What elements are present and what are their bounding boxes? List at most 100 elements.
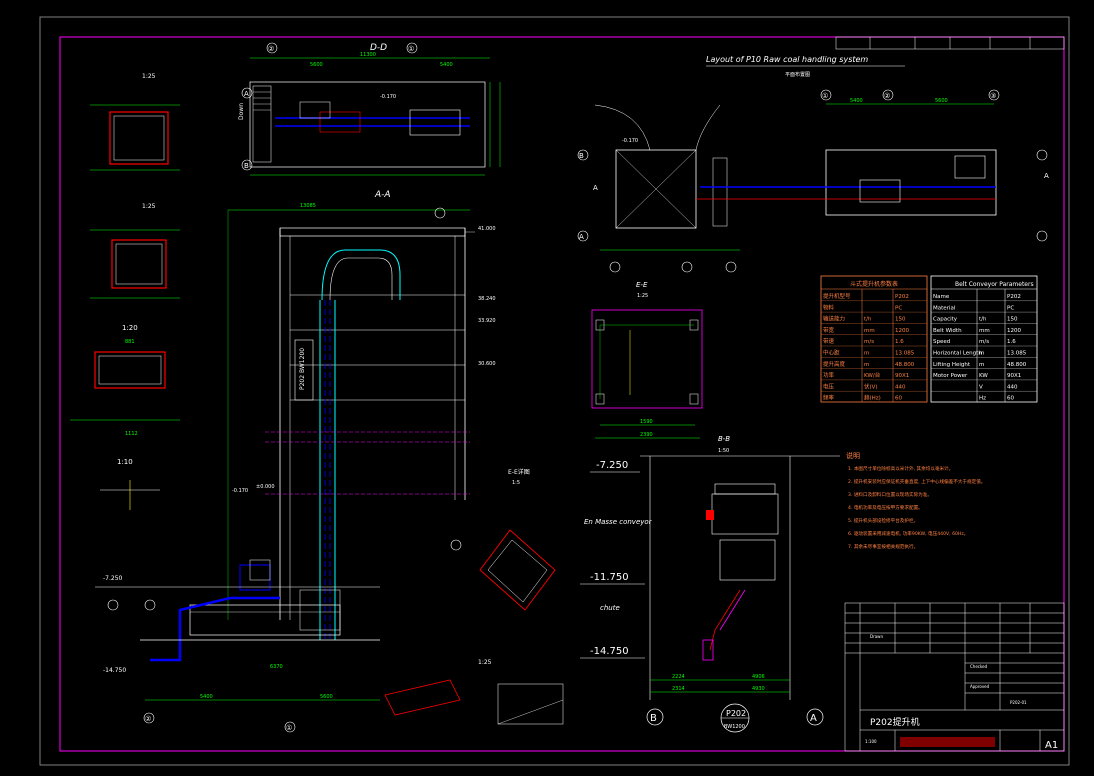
en-cell: 60 [1007,396,1014,402]
section-label-d-d: D-D [370,43,387,53]
cn-cell: KW/台 [864,371,881,379]
en-cell: m/s [979,339,989,345]
elevation-tag: 33.920 [478,318,496,324]
section-label-a-a: A-A [374,190,391,200]
axis-label: B [244,162,249,170]
title-block [844,602,1065,752]
left-details: 1:25 1:25 1:20 1112 881 1:10 [70,73,180,510]
cn-cell: 150 [895,317,906,323]
elevation-label: -7.250 [596,460,628,471]
cn-cell: m [864,362,869,368]
section-label-e-e: E-E [636,281,648,289]
elevation-tag: 41.000 [478,226,496,232]
dim-bottom-5400: 5400 [200,694,213,700]
note-line: 2. 提升机安装时应保证机壳垂直度, 上下中心线偏差不大于规定值。 [848,478,985,485]
section-label-b-b: B-B [718,435,730,443]
note-line: 7. 其余未尽事宜按相关规范执行。 [848,543,918,550]
dim-layout-5400: 5400 [850,98,863,104]
elevation-tag: 30.600 [478,361,496,367]
en-cell: Horizontal Length [933,351,982,357]
view-d-d: D-D 11300 5600 5400 ② ① Down -0.170 A B [238,42,501,176]
dim-d-d-left: 5600 [310,62,323,68]
cn-cell: 中心距 [823,349,840,357]
table-cn-title: 斗式提升机参数表 [850,280,898,288]
cn-cell: 赫(Hz) [864,394,881,402]
dim-b-b-2314: 2314 [672,686,685,692]
en-cell: Hz [979,396,986,402]
detail-scale: 1:25 [142,203,156,210]
detail-scale: 1:10 [117,458,133,466]
view-a-a: A-A 13085 P202 BW1200 41.000 38.240 33.9… [227,190,496,640]
elevation-label: -7.250 [103,575,123,582]
cn-cell: m [864,351,869,357]
dim-e-e-1590: 1590 [640,419,653,425]
note-line: 1. 本图尺寸单位除标高以米计外, 其余均以毫米计。 [848,465,953,472]
cn-cell: 1.6 [895,339,904,345]
axis-label: A [244,90,249,98]
axis-label: ① [822,92,828,100]
notes: 说明 1. 本图尺寸单位除标高以米计外, 其余均以毫米计。2. 提升机安装时应保… [846,451,985,550]
chute-label: chute [600,604,620,612]
cn-cell: P202 [895,294,909,300]
dim-layout-5600: 5600 [935,98,948,104]
elevation-label: -0.170 [622,138,638,144]
en-cell: V [979,384,983,390]
dim-bottom-5600: 5600 [320,694,333,700]
en-cell: mm [979,328,990,334]
section-marker: A [593,184,598,192]
elevation-label: -0.170 [232,488,248,494]
title-block-drawn: Drawn [870,634,883,639]
view-b-b: B-B 1:50 -7.250 En Masse conveyor -11.75… [580,435,840,733]
detail-scale: 1:50 [718,448,729,454]
en-cell: Motor Power [933,373,968,379]
axis-label: ② [145,715,151,723]
en-cell: 90X1 [1007,373,1021,379]
cn-cell: 提升高度 [823,360,846,368]
cn-cell: 60 [895,396,902,402]
cn-cell: mm [864,328,875,334]
en-cell: KW [979,373,988,379]
en-cell: 13.085 [1007,351,1027,357]
cn-cell: 13.085 [895,351,915,357]
dim-bottom-6370: 6370 [270,664,283,670]
dim-b-b-4906: 4906 [752,674,765,680]
cn-cell: 电压 [823,382,835,390]
cn-cell: 输送能力 [823,315,845,323]
title-block-name: P202提升机 [870,716,920,728]
axis-label: B [579,152,584,160]
p202-vertical-label: P202 BW1200 [299,348,306,390]
detail-scale: 1:25 [478,659,492,666]
title-block-sheet: A1 [1045,740,1058,751]
en-cell: 1200 [1007,328,1021,334]
bottom-details: 1:25 E-E详图 1:5 [384,468,564,725]
header-strip [835,36,1065,50]
title-block-checked: Checked [970,664,988,669]
view-bottom-left: -7.250 -14.750 5400 5600 6370 ② ① [95,559,380,733]
cn-cell: 1200 [895,328,909,334]
view-layout: Layout of P10 Raw coal handling system 平… [577,55,1049,273]
elevation-label: -0.170 [380,94,396,100]
axis-label: ① [408,45,414,53]
note-line: 5. 提升机头部设检修平台及护栏。 [848,517,918,524]
en-cell: PC [1007,305,1014,311]
dim-b-b-2224: 2224 [672,674,685,680]
dim-left-1112: 1112 [125,431,138,437]
en-cell: Capacity [933,317,958,323]
table-en-title: Belt Conveyor Parameters [955,281,1034,288]
detail-scale: 1:25 [142,73,156,80]
en-cell: 48.800 [1007,362,1027,368]
elevation-label: -14.750 [103,667,126,674]
cn-cell: 提升机型号 [823,292,851,300]
elevation-tag: 38.240 [478,296,496,302]
en-cell: 440 [1007,384,1018,390]
down-label: Down [238,103,245,120]
cn-cell: m/s [864,339,874,345]
cn-cell: 物料 [823,303,835,311]
axis-label: ③ [990,92,996,100]
cn-cell: 带宽 [823,326,835,334]
en-cell: m [979,351,984,357]
dim-left-881: 881 [125,339,135,345]
